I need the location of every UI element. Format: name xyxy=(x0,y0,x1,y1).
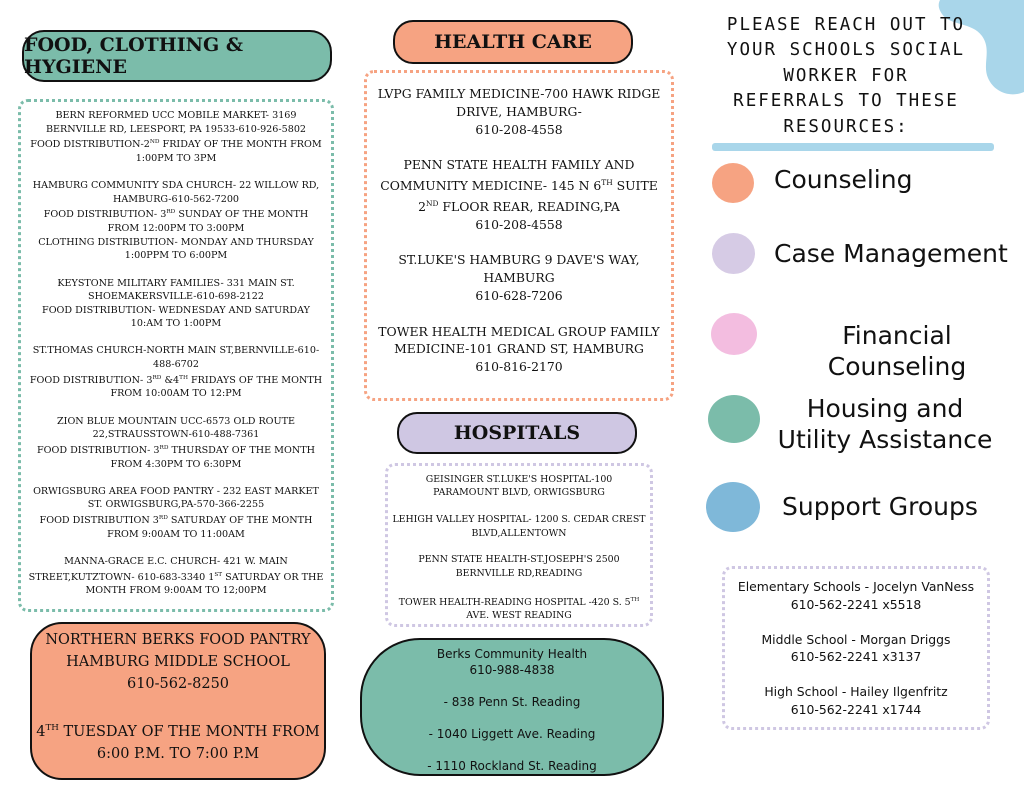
pantry-name: NORTHERN BERKS FOOD PANTRY xyxy=(45,632,311,648)
health-care-entry: TOWER HEALTH MEDICAL GROUP FAMILY MEDICI… xyxy=(373,323,665,376)
health-care-phone: 610-816-2170 xyxy=(475,359,563,375)
hospitals-box: GEISINGER ST.LUKE'S HOSPITAL-100 PARAMOU… xyxy=(385,463,653,627)
northern-berks-pantry-card: NORTHERN BERKS FOOD PANTRY HAMBURG MIDDL… xyxy=(30,622,326,780)
hospitals-title: HOSPITALS xyxy=(397,412,637,454)
reach-line-2: YOUR SCHOOLS SOCIAL xyxy=(726,40,966,61)
social-worker-name: Middle School - Morgan Driggs xyxy=(761,631,951,647)
food-resource-entry: MANNA-GRACE E.C. CHURCH- 421 W. MAIN STR… xyxy=(27,555,325,598)
health-care-entry: PENN STATE HEALTH FAMILY AND COMMUNITY M… xyxy=(373,156,665,233)
reach-line-4: REFERRALS TO THESE xyxy=(733,91,959,112)
health-care-phone: 610-628-7206 xyxy=(475,288,563,304)
berks-location-3: - 1110 Rockland St. Reading xyxy=(427,759,597,773)
food-resource-line: ORWIGSBURG AREA FOOD PANTRY - 232 EAST M… xyxy=(33,485,319,511)
food-resource-entry: ZION BLUE MOUNTAIN UCC-6573 OLD ROUTE 22… xyxy=(27,415,325,472)
hospital-entry: GEISINGER ST.LUKE'S HOSPITAL-100 PARAMOU… xyxy=(425,474,613,499)
pantry-hours: 6:00 P.M. TO 7:00 P.M xyxy=(96,745,260,762)
reach-line-3: WORKER FOR xyxy=(783,65,909,86)
heading-underline-brushstroke xyxy=(712,143,994,151)
food-resource-line: BERN REFORMED UCC MOBILE MARKET- 3169 BE… xyxy=(45,110,307,135)
resource-counseling: Counseling xyxy=(774,165,913,194)
food-resource-line: KEYSTONE MILITARY FAMILIES- 331 MAIN ST.… xyxy=(57,277,295,303)
pantry-phone: 610-562-8250 xyxy=(126,676,230,692)
food-resource-line: FOOD DISTRIBUTION 3RD SATURDAY OF THE MO… xyxy=(39,514,313,540)
health-care-address: TOWER HEALTH MEDICAL GROUP FAMILY MEDICI… xyxy=(378,323,660,357)
hospital-entry: LEHIGH VALLEY HOSPITAL- 1200 S. CEDAR CR… xyxy=(392,514,646,539)
social-worker-phone: 610-562-2241 x3137 xyxy=(790,649,922,664)
resource-case-management: Case Management xyxy=(774,239,1008,268)
counseling-circle-icon xyxy=(712,163,754,203)
social-worker-name: Elementary Schools - Jocelyn VanNess xyxy=(737,579,975,594)
food-resource-line: FOOD DISTRIBUTION-2ND FRIDAY OF THE MONT… xyxy=(30,139,322,164)
social-workers-box: Elementary Schools - Jocelyn VanNess 610-… xyxy=(722,566,990,730)
health-care-phone: 610-208-4558 xyxy=(475,216,563,232)
food-resource-line: ZION BLUE MOUNTAIN UCC-6573 OLD ROUTE 22… xyxy=(56,415,296,441)
pantry-schedule: 4TH TUESDAY OF THE MONTH FROM xyxy=(36,723,320,740)
hospitals-title-text: HOSPITALS xyxy=(453,422,581,444)
berks-community-health-card: Berks Community Health 610-988-4838 - 83… xyxy=(360,638,664,776)
resource-housing-utility: Housing and Utility Assistance xyxy=(777,394,993,454)
food-resource-line: MANNA-GRACE E.C. CHURCH- 421 W. MAIN STR… xyxy=(28,555,324,597)
berks-location-1: - 838 Penn St. Reading xyxy=(443,695,581,709)
social-worker-phone: 610-562-2241 x1744 xyxy=(790,701,922,717)
food-resource-entry: ORWIGSBURG AREA FOOD PANTRY - 232 EAST M… xyxy=(27,485,325,542)
social-worker-phone: 610-562-2241 x5518 xyxy=(790,596,922,612)
health-care-entry: LVPG FAMILY MEDICINE-700 HAWK RIDGE DRIV… xyxy=(373,85,665,138)
food-resource-entry: BERN REFORMED UCC MOBILE MARKET- 3169 BE… xyxy=(27,109,325,166)
health-title-text: HEALTH CARE xyxy=(434,31,592,53)
case-management-circle-icon xyxy=(712,233,755,274)
corner-blob-decoration xyxy=(938,0,1024,95)
food-resource-line: CLOTHING DISTRIBUTION- MONDAY AND THURSD… xyxy=(38,236,314,262)
food-resource-line: FOOD DISTRIBUTION- WEDNESDAY AND SATURDA… xyxy=(42,304,310,330)
social-workers-list: Elementary Schools - Jocelyn VanNess 610-… xyxy=(727,578,985,718)
support-groups-circle-icon xyxy=(706,482,760,532)
health-care-title: HEALTH CARE xyxy=(393,20,633,64)
food-resource-entry: ST.THOMAS CHURCH-NORTH MAIN ST,BERNVILLE… xyxy=(27,344,325,401)
food-resource-line: ST.THOMAS CHURCH-NORTH MAIN ST,BERNVILLE… xyxy=(32,345,320,371)
financial-counseling-circle-icon xyxy=(711,313,757,355)
food-resource-entry: HAMBURG COMMUNITY SDA CHURCH- 22 WILLOW … xyxy=(27,179,325,263)
health-care-phone: 610-208-4558 xyxy=(475,121,563,137)
food-resources-box: BERN REFORMED UCC MOBILE MARKET- 3169 BE… xyxy=(18,99,334,612)
resource-financial-counseling: Financial Counseling xyxy=(827,321,967,381)
food-title-text: FOOD, CLOTHING & HYGIENE xyxy=(24,34,243,78)
pantry-location: HAMBURG MIDDLE SCHOOL xyxy=(66,654,290,670)
social-worker-name: High School - Hailey Ilgenfritz xyxy=(764,684,948,699)
food-resource-line: FOOD DISTRIBUTION- 3RD &4TH FRIDAYS OF T… xyxy=(29,374,323,400)
food-resource-line: FOOD DISTRIBUTION- 3RD SUNDAY OF THE MON… xyxy=(43,209,309,235)
berks-location-2: - 1040 Liggett Ave. Reading xyxy=(428,727,596,741)
hospital-entry: TOWER HEALTH-READING HOSPITAL -420 S. 5T… xyxy=(398,596,640,622)
health-care-address: ST.LUKE'S HAMBURG 9 DAVE'S WAY, HAMBURG xyxy=(398,252,640,286)
berks-phone: 610-988-4838 xyxy=(469,663,555,677)
food-resource-line: HAMBURG COMMUNITY SDA CHURCH- 22 WILLOW … xyxy=(32,180,320,205)
reach-line-5: RESOURCES: xyxy=(783,116,909,137)
reach-line-1: PLEASE REACH OUT TO xyxy=(726,15,966,35)
resource-support-groups: Support Groups xyxy=(782,492,978,521)
health-care-address: LVPG FAMILY MEDICINE-700 HAWK RIDGE DRIV… xyxy=(377,86,661,119)
health-care-list: LVPG FAMILY MEDICINE-700 HAWK RIDGE DRIV… xyxy=(373,85,665,376)
hospitals-list: GEISINGER ST.LUKE'S HOSPITAL-100 PARAMOU… xyxy=(392,473,646,623)
social-worker-entry: Elementary Schools - Jocelyn VanNess 610-… xyxy=(727,578,985,613)
food-resource-line: FOOD DISTRIBUTION- 3RD THURSDAY OF THE M… xyxy=(36,444,316,470)
food-resource-entry: KEYSTONE MILITARY FAMILIES- 331 MAIN ST.… xyxy=(27,277,325,331)
social-worker-entry: High School - Hailey Ilgenfritz 610-562-2… xyxy=(727,683,985,718)
health-care-entry: ST.LUKE'S HAMBURG 9 DAVE'S WAY, HAMBURG 6… xyxy=(373,251,665,304)
berks-name: Berks Community Health xyxy=(436,647,588,661)
health-care-address: PENN STATE HEALTH FAMILY AND COMMUNITY M… xyxy=(380,157,658,215)
hospital-entry: PENN STATE HEALTH-ST.JOSEPH'S 2500 BERNV… xyxy=(418,554,620,579)
housing-utility-circle-icon xyxy=(708,395,760,443)
food-resources-list: BERN REFORMED UCC MOBILE MARKET- 3169 BE… xyxy=(27,109,325,598)
reach-out-heading: PLEASE REACH OUT TO YOUR SCHOOLS SOCIAL … xyxy=(712,13,980,140)
social-worker-entry: Middle School - Morgan Driggs 610-562-224… xyxy=(727,631,985,666)
health-care-box: LVPG FAMILY MEDICINE-700 HAWK RIDGE DRIV… xyxy=(364,70,674,401)
food-clothing-hygiene-title: FOOD, CLOTHING & HYGIENE xyxy=(22,30,332,82)
